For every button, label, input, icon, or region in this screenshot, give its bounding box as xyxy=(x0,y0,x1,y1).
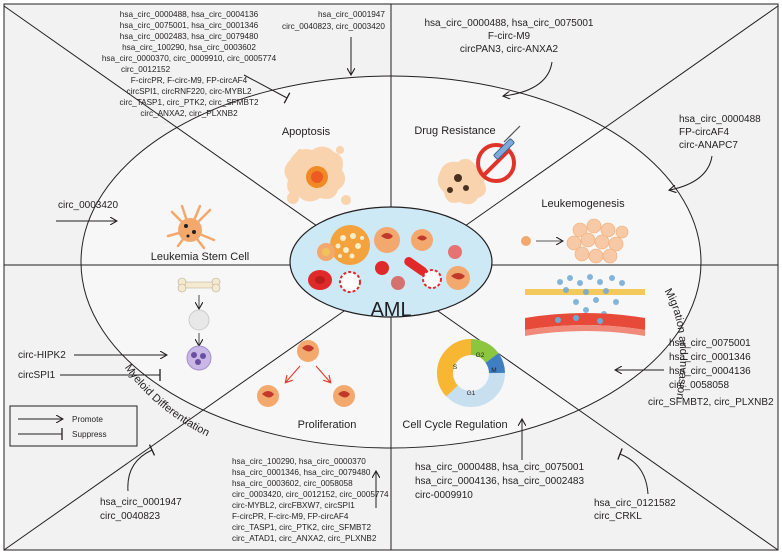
svg-text:F-circ-M9: F-circ-M9 xyxy=(488,31,531,42)
svg-text:circ_TASP1, circ_PTK2, circ_SF: circ_TASP1, circ_PTK2, circ_SFMBT2 xyxy=(232,523,372,532)
svg-text:circ_ATAD1, circ_ANXA2, circ_P: circ_ATAD1, circ_ANXA2, circ_PLXNB2 xyxy=(232,534,377,543)
cell-cycle-donut: S G2 M G1 xyxy=(437,339,505,407)
leukemogenesis-promote-list: hsa_circ_0000488 FP-circAF4 circ-ANAPC7 xyxy=(679,114,761,151)
svg-text:circ_0012152: circ_0012152 xyxy=(121,65,171,74)
phase-g2-arc xyxy=(470,339,499,364)
svg-text:circ-ANAPC7: circ-ANAPC7 xyxy=(679,140,738,151)
svg-text:circPAN3, circ-ANXA2: circPAN3, circ-ANXA2 xyxy=(460,44,559,55)
leukemogenesis-promote-arrow xyxy=(670,155,713,190)
legend: Promote Suppress xyxy=(9,405,138,447)
svg-text:hsa_circ_0003602, circ_0058058: hsa_circ_0003602, circ_0058058 xyxy=(232,479,353,488)
phase-s-arc xyxy=(437,339,472,374)
svg-text:hsa_circ_0001346: hsa_circ_0001346 xyxy=(669,352,751,363)
drug-resistance-promote-arrow xyxy=(504,61,553,96)
svg-text:hsa_circ_0000488, hsa_circ_007: hsa_circ_0000488, hsa_circ_0075001 xyxy=(415,462,584,473)
svg-text:hsa_circ_0000370, circ_0009910: hsa_circ_0000370, circ_0009910, circ_000… xyxy=(102,54,277,63)
proliferation-title: Proliferation xyxy=(298,419,357,431)
svg-text:F-circPR, F-circ-M9, FP-circAF: F-circPR, F-circ-M9, FP-circAF4 xyxy=(232,512,349,521)
phase-m-label: M xyxy=(491,367,496,374)
phase-g1-label: G1 xyxy=(467,390,476,397)
svg-text:hsa_circ_0001947: hsa_circ_0001947 xyxy=(318,10,385,19)
stem-cell-promote-list: circ_0003420 xyxy=(58,200,118,211)
drug-resistance-icon xyxy=(437,125,521,205)
svg-text:hsa_circ_100290, hsa_circ_0003: hsa_circ_100290, hsa_circ_0003602 xyxy=(122,43,256,52)
svg-text:circ-MYBL2, circFBXW7, circSPI: circ-MYBL2, circFBXW7, circSPI1 xyxy=(232,501,355,510)
svg-text:circ-0009910: circ-0009910 xyxy=(415,490,473,501)
svg-text:hsa_circ_0000488, hsa_circ_000: hsa_circ_0000488, hsa_circ_0004136 xyxy=(120,10,259,19)
phase-m-arc xyxy=(485,353,505,374)
legend-promote-label: Promote xyxy=(72,415,103,424)
svg-text:hsa_circ_0001947: hsa_circ_0001947 xyxy=(100,497,182,508)
svg-text:hsa_circ_0002483, hsa_circ_007: hsa_circ_0002483, hsa_circ_0079480 xyxy=(120,32,259,41)
svg-text:hsa_circ_0000488: hsa_circ_0000488 xyxy=(679,114,761,125)
proliferation-suppress-arrow xyxy=(127,444,156,492)
leukemogenesis-icon xyxy=(521,218,629,264)
apoptosis-title: Apoptosis xyxy=(282,126,331,138)
svg-text:circ_SFMBT2, circ_PLXNB2: circ_SFMBT2, circ_PLXNB2 xyxy=(648,397,774,408)
svg-text:circ-HIPK2: circ-HIPK2 xyxy=(18,350,66,361)
phase-s-label: S xyxy=(453,364,458,371)
svg-text:hsa_circ_0075001: hsa_circ_0075001 xyxy=(669,338,751,349)
proliferation-icon xyxy=(257,340,355,407)
leukemia-stem-cell-icon xyxy=(166,204,216,250)
svg-text:circSPI1: circSPI1 xyxy=(18,370,56,381)
proliferation-suppress-list: hsa_circ_0001947 circ_0040823 xyxy=(100,497,182,522)
svg-text:circ_0040823, circ_0003420: circ_0040823, circ_0003420 xyxy=(282,22,385,31)
svg-text:circ_0003420, circ_0012152, ci: circ_0003420, circ_0012152, circ_0005774 xyxy=(232,490,389,499)
svg-text:circ_0058058: circ_0058058 xyxy=(669,380,729,391)
proliferation-promote-list: hsa_circ_100290, hsa_circ_0000370 hsa_ci… xyxy=(232,457,389,543)
svg-text:circ_ANXA2, circ_PLXNB2: circ_ANXA2, circ_PLXNB2 xyxy=(140,109,238,118)
cell-cycle-title: Cell Cycle Regulation xyxy=(402,419,507,431)
svg-text:hsa_circ_0075001, hsa_circ_000: hsa_circ_0075001, hsa_circ_0001346 xyxy=(120,21,259,30)
phase-g2-label: G2 xyxy=(476,352,485,359)
svg-text:hsa_circ_0004136: hsa_circ_0004136 xyxy=(669,366,751,377)
svg-text:F-circPR, F-circ-M9, FP-circAF: F-circPR, F-circ-M9, FP-circAF4 xyxy=(131,76,248,85)
myeloid-promote-list: circ-HIPK2 xyxy=(18,350,66,361)
aml-label: AML xyxy=(370,299,411,321)
svg-text:circ_0003420: circ_0003420 xyxy=(58,200,118,211)
stem-cell-title: Leukemia Stem Cell xyxy=(151,251,249,263)
migration-invasion-icon xyxy=(525,274,645,336)
migration-promote-list: hsa_circ_0075001 hsa_circ_0001346 hsa_ci… xyxy=(669,338,751,391)
myeloid-suppress-list: circSPI1 xyxy=(18,370,56,381)
legend-suppress-label: Suppress xyxy=(72,430,107,439)
svg-text:hsa_circ_100290, hsa_circ_0000: hsa_circ_100290, hsa_circ_0000370 xyxy=(232,457,366,466)
cell-cycle-suppress-arrow xyxy=(617,448,649,495)
apoptotic-cell-icon xyxy=(284,146,351,205)
migration-promote-list-2: circ_SFMBT2, circ_PLXNB2 xyxy=(648,397,774,408)
cell-cycle-suppress-list: hsa_circ_0121582 circ_CRKL xyxy=(594,498,676,522)
svg-text:FP-circAF4: FP-circAF4 xyxy=(679,127,729,138)
svg-text:hsa_circ_0001346, hsa_circ_007: hsa_circ_0001346, hsa_circ_0079480 xyxy=(232,468,371,477)
drug-resistance-title: Drug Resistance xyxy=(414,125,495,137)
svg-text:hsa_circ_0000488, hsa_circ_007: hsa_circ_0000488, hsa_circ_0075001 xyxy=(424,18,593,29)
svg-text:circSPI1, circRNF220, circ-MYB: circSPI1, circRNF220, circ-MYBL2 xyxy=(126,87,252,96)
apoptosis-promote-list: hsa_circ_0001947 circ_0040823, circ_0003… xyxy=(282,10,385,31)
cell-cycle-promote-list: hsa_circ_0000488, hsa_circ_0075001 hsa_c… xyxy=(415,462,584,501)
drug-resistance-promote-list: hsa_circ_0000488, hsa_circ_0075001 F-cir… xyxy=(424,18,593,55)
svg-text:circ_TASP1, circ_PTK2, circ_SF: circ_TASP1, circ_PTK2, circ_SFMBT2 xyxy=(119,98,259,107)
myeloid-differentiation-icon xyxy=(177,277,221,371)
svg-text:hsa_circ_0004136, hsa_circ_000: hsa_circ_0004136, hsa_circ_0002483 xyxy=(415,476,584,487)
apoptosis-suppress-arrow xyxy=(243,74,291,104)
svg-text:hsa_circ_0121582: hsa_circ_0121582 xyxy=(594,498,676,509)
svg-text:circ_CRKL: circ_CRKL xyxy=(594,511,642,522)
aml-cells-illustration xyxy=(308,225,470,293)
leukemogenesis-title: Leukemogenesis xyxy=(541,198,625,210)
svg-text:circ_0040823: circ_0040823 xyxy=(100,511,160,522)
apoptosis-suppress-list: hsa_circ_0000488, hsa_circ_0004136 hsa_c… xyxy=(102,10,277,118)
